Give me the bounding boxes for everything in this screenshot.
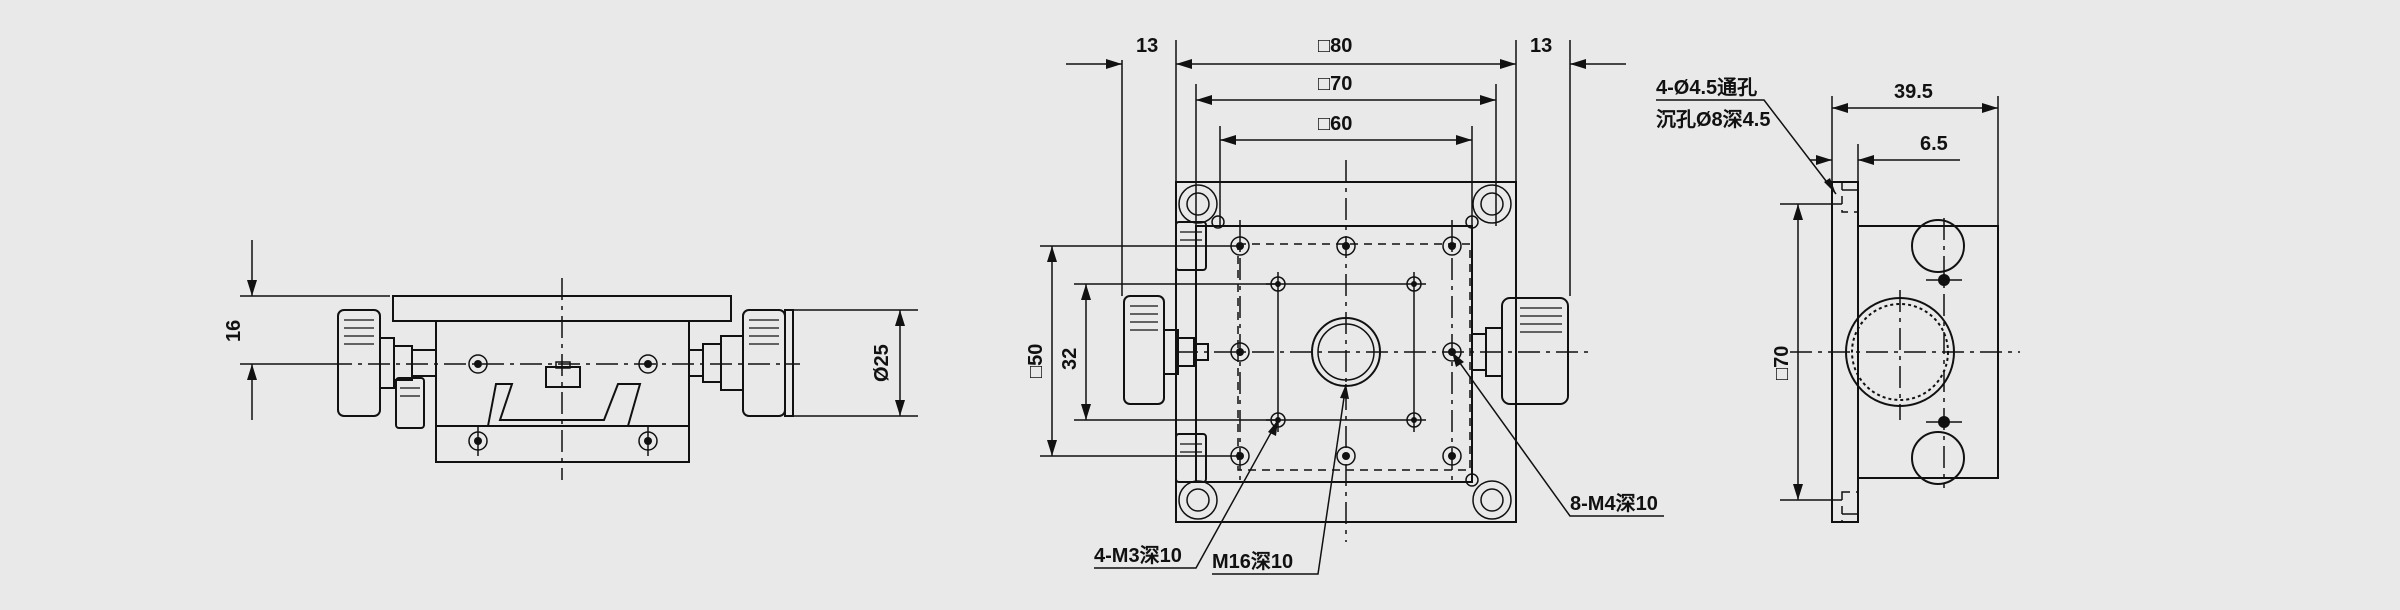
- dim-front-outer: □80: [1318, 35, 1352, 57]
- side-lock-screw: [395, 377, 425, 429]
- side-left-knob: [337, 309, 381, 417]
- front-m3-holes: [1266, 272, 1426, 432]
- front-corner-hole-br: [1472, 480, 1512, 520]
- dim-end-offset: 6.5: [1920, 133, 1948, 155]
- callout-m3-holes: 4-M3深10: [1094, 544, 1182, 567]
- side-right-knob: [742, 309, 786, 417]
- callout-m16-hole: M16深10: [1212, 550, 1293, 573]
- dim-front-h32: 32: [1059, 348, 1081, 370]
- end-view: □70 39.5 6.5 4-Ø4.5通孔 沉孔Ø8深4.5: [1656, 76, 2020, 523]
- callout-counterbore: 沉孔Ø8深4.5: [1656, 108, 1770, 131]
- end-knob-bottom: [1911, 431, 1965, 485]
- front-corner-hole-bl: [1178, 480, 1218, 520]
- side-slider: [545, 366, 581, 388]
- dim-end-height: □70: [1771, 346, 1793, 380]
- side-dovetail: [487, 383, 642, 427]
- front-left-lock-bottom: [1175, 433, 1207, 483]
- front-corner-hole-tl: [1178, 184, 1218, 224]
- front-right-knob: [1501, 297, 1569, 405]
- front-left-knob: [1123, 295, 1165, 405]
- dim-front-h50: □50: [1025, 344, 1047, 378]
- callout-m4-holes: 8-M4深10: [1570, 492, 1658, 515]
- dim-side-knob-dia: Ø25: [871, 344, 893, 382]
- dim-side-height: 16: [223, 320, 245, 342]
- dim-front-right-gap: 13: [1530, 35, 1552, 57]
- callout-through-hole: 4-Ø4.5通孔: [1656, 76, 1757, 99]
- dim-front-mid: □70: [1318, 73, 1352, 95]
- side-view: 16 Ø25: [223, 240, 918, 480]
- dim-front-left-gap: 13: [1136, 35, 1158, 57]
- front-view: 13 13 □80 □70 □60 □50 32 4-M3深1: [1025, 35, 1664, 575]
- dim-end-width: 39.5: [1894, 81, 1933, 103]
- dim-front-inner: □60: [1318, 113, 1352, 135]
- front-corner-hole-tr: [1472, 184, 1512, 224]
- end-knob-main: [1845, 297, 1955, 407]
- front-m4-holes: [1230, 236, 1462, 466]
- end-knob-top: [1911, 219, 1965, 273]
